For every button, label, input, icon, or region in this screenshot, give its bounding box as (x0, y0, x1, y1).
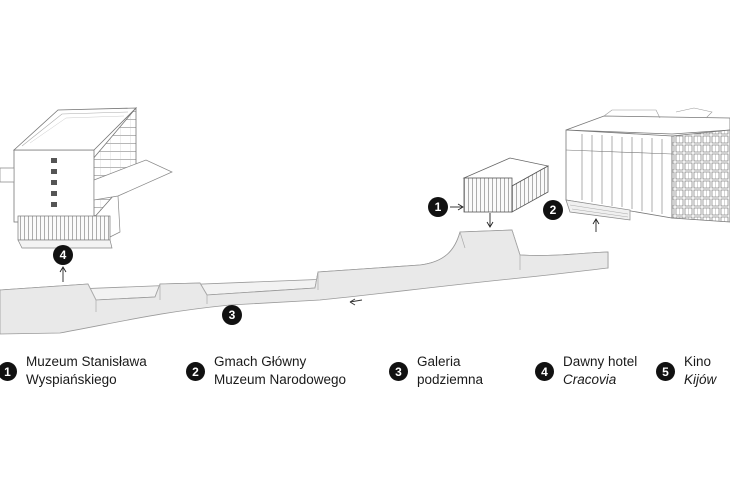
marker-1-badge: 1 (428, 197, 448, 217)
underground-gallery-drawing (0, 229, 609, 335)
legend-item-4: 4 Dawny hotel Cracovia (535, 353, 637, 389)
legend-text-2: Gmach Główny Muzeum Narodowego (214, 353, 346, 389)
national-museum-drawing (565, 107, 730, 232)
legend-line2: Kijów (684, 372, 717, 387)
legend-line2: Wyspiańskiego (26, 372, 117, 387)
legend-text-5: Kino Kijów (684, 353, 716, 389)
marker-4-badge: 4 (53, 245, 73, 265)
legend-badge-4: 4 (535, 362, 554, 381)
connector-arrow-2 (592, 218, 600, 232)
legend-item-3: 3 Galeria podziemna (389, 353, 483, 389)
connector-arrow-down (486, 213, 494, 228)
legend-line1: Dawny hotel (563, 354, 638, 369)
marker-2-badge: 2 (543, 200, 563, 220)
connector-arrow-1 (450, 203, 464, 211)
legend-line1: Kino (684, 354, 712, 369)
direction-arrow-icon (349, 298, 363, 306)
legend-item-2: 2 Gmach Główny Muzeum Narodowego (186, 353, 346, 389)
legend-text-1: Muzeum Stanisława Wyspiańskiego (26, 353, 147, 389)
hotel-cracovia-drawing (0, 106, 173, 282)
legend-item-1: 1 Muzeum Stanisława Wyspiańskiego (0, 353, 147, 389)
legend-line1: Gmach Główny (214, 354, 307, 369)
legend-line2: podziemna (417, 372, 484, 387)
connector-arrow-4 (59, 266, 67, 282)
legend-line1: Muzeum Stanisława (26, 354, 147, 369)
legend-line1: Galeria (417, 354, 461, 369)
legend-badge-2: 2 (186, 362, 205, 381)
marker-3-badge: 3 (222, 305, 242, 325)
legend-text-4: Dawny hotel Cracovia (563, 353, 637, 389)
legend-badge-3: 3 (389, 362, 408, 381)
wyspianski-pavilion-drawing (450, 157, 550, 228)
legend-line2: Cracovia (563, 372, 617, 387)
legend-item-5: 5 Kino Kijów (656, 353, 716, 389)
legend-badge-5: 5 (656, 362, 675, 381)
legend-text-3: Galeria podziemna (417, 353, 483, 389)
legend-line2: Muzeum Narodowego (214, 372, 347, 387)
architecture-drawing (0, 106, 730, 335)
legend-badge-1: 1 (0, 362, 17, 381)
